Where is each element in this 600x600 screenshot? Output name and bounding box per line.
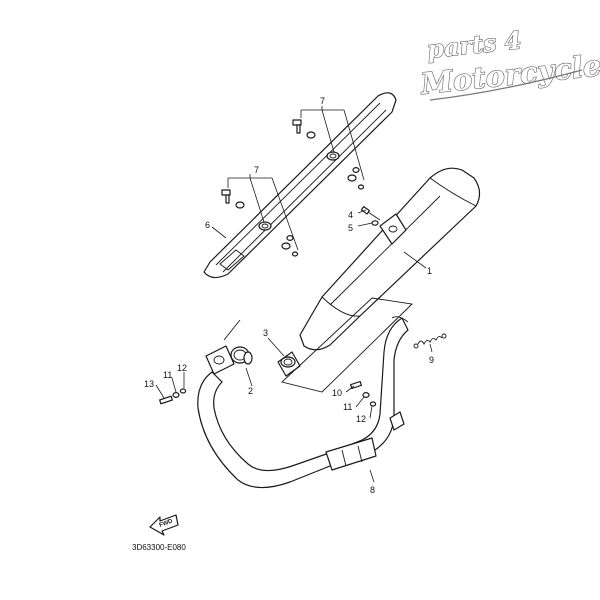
callout-7-upper: 7 bbox=[320, 96, 325, 106]
callout-7-lower: 7 bbox=[254, 165, 259, 175]
parts4motorcycles-logo: parts 4 Motorcycles bbox=[418, 25, 600, 102]
fasteners-right bbox=[350, 380, 377, 407]
callout-2: 2 bbox=[248, 386, 253, 396]
washer-part-5 bbox=[371, 220, 379, 226]
joint-outline-box bbox=[281, 297, 413, 393]
exhaust-gasket-part bbox=[230, 346, 253, 365]
muffler-part bbox=[299, 167, 481, 351]
fwd-label: FWD bbox=[159, 518, 175, 529]
leader-lines bbox=[155, 106, 433, 483]
callout-6: 6 bbox=[205, 220, 210, 230]
callout-4: 4 bbox=[348, 210, 353, 220]
spring-part bbox=[413, 333, 447, 349]
callout-labels: 1 2 3 4 5 6 7 7 8 9 10 11 12 11 12 13 bbox=[144, 96, 434, 495]
fasteners-left bbox=[159, 388, 187, 405]
callout-13: 13 bbox=[144, 379, 154, 389]
diagram-code: 3D63300-E080 bbox=[132, 543, 186, 552]
callout-10: 10 bbox=[332, 388, 342, 398]
bolt-part-4 bbox=[360, 206, 381, 221]
exhaust-pipe-part bbox=[197, 316, 409, 489]
callout-1: 1 bbox=[427, 266, 432, 276]
heat-protector-part bbox=[203, 92, 397, 279]
callout-5: 5 bbox=[348, 223, 353, 233]
callout-11-right: 11 bbox=[343, 402, 352, 412]
callout-9: 9 bbox=[429, 355, 434, 365]
callout-8: 8 bbox=[370, 485, 375, 495]
fastener-set-7-upper bbox=[292, 109, 365, 190]
callout-11-left: 11 bbox=[163, 370, 172, 380]
callout-12-left: 12 bbox=[177, 363, 187, 373]
callout-3: 3 bbox=[263, 328, 268, 338]
fastener-set-7-lower bbox=[221, 177, 299, 257]
callout-12-right: 12 bbox=[356, 414, 366, 424]
muffler-gasket-part bbox=[277, 351, 301, 377]
fwd-arrow-icon: FWD bbox=[149, 514, 179, 536]
logo-swoosh bbox=[429, 69, 583, 101]
